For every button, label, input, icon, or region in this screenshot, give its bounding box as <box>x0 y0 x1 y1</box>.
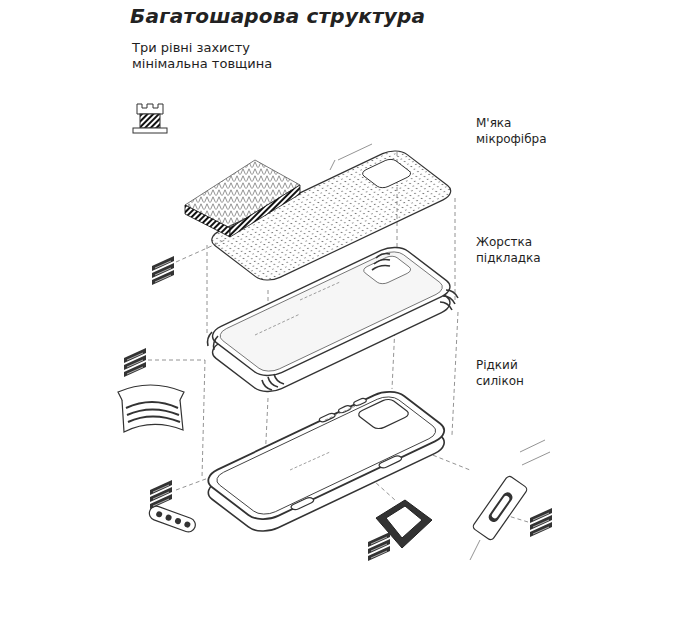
dimension-mark <box>470 440 550 560</box>
tower-icon <box>133 104 167 133</box>
hatch-tag <box>152 256 174 285</box>
layer-label: Жорстка підкладка <box>476 234 566 266</box>
camera-ring <box>376 500 432 548</box>
fiber-block <box>185 160 300 237</box>
diagram-title: Багатошарова структура <box>130 4 425 28</box>
layer-label: Рідкий силікон <box>476 357 566 389</box>
hard-shell <box>205 243 458 396</box>
button-strip <box>147 504 197 534</box>
hatch-tag <box>530 508 552 537</box>
corner-bumper <box>118 385 184 432</box>
layer-label: М'яка мікрофібра <box>476 115 566 147</box>
hatch-tag <box>150 480 172 509</box>
subtitle-text: Три рівні захисту мінімальна товщина <box>132 40 282 72</box>
hatch-tag <box>124 348 146 377</box>
hatch-tag <box>368 532 390 561</box>
side-button <box>472 475 528 541</box>
dimension-mark <box>330 144 372 170</box>
